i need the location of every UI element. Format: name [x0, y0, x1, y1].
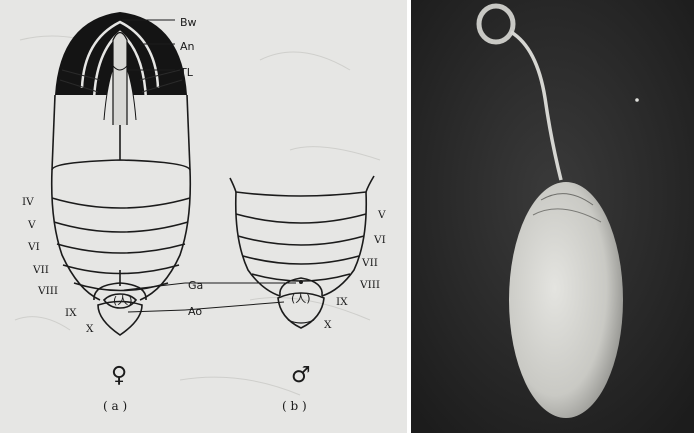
- seg-a-viii: VIII: [37, 285, 58, 297]
- seg-a-x: X: [86, 323, 94, 335]
- pupa-diagram: (人) Bw An TL IV V VI VII VIII IX X Ga Ao…: [0, 0, 407, 433]
- seg-b-x: X: [324, 319, 332, 331]
- pupa-diagram-panel: (人) Bw An TL IV V VI VII VIII IX X Ga Ao…: [0, 0, 407, 433]
- speck: [635, 98, 639, 102]
- female-genital-mark: (人): [113, 294, 133, 307]
- seg-b-v: V: [377, 209, 386, 221]
- seg-b-ix: IX: [336, 296, 348, 308]
- cocoon: [509, 182, 623, 418]
- male-genital-dot: [299, 280, 303, 284]
- label-bw: Bw: [180, 16, 197, 29]
- cocoon-photo: [411, 0, 694, 433]
- seg-a-v: V: [27, 219, 36, 231]
- female-pupa-head: [55, 12, 187, 125]
- male-genital-mark: (人): [291, 292, 311, 305]
- cocoon-photo-panel: [411, 0, 694, 433]
- seg-a-vii: VII: [32, 264, 49, 276]
- seg-a-vi: VI: [27, 241, 40, 253]
- seg-a-iv: IV: [22, 196, 34, 208]
- male-symbol: ♂: [291, 363, 311, 388]
- label-ao: Ao: [188, 305, 202, 318]
- caption-a: ( a ): [103, 399, 127, 413]
- seg-b-viii: VIII: [359, 279, 380, 291]
- seg-b-vi: VI: [373, 234, 386, 246]
- label-an: An: [180, 40, 195, 53]
- female-symbol: ♀: [111, 363, 127, 388]
- male-pupa-abdomen: [230, 176, 374, 328]
- seg-b-vii: VII: [361, 257, 378, 269]
- caption-b: ( b ): [282, 399, 307, 413]
- seg-a-ix: IX: [65, 307, 77, 319]
- label-tl: TL: [179, 66, 194, 79]
- label-ga: Ga: [188, 279, 203, 292]
